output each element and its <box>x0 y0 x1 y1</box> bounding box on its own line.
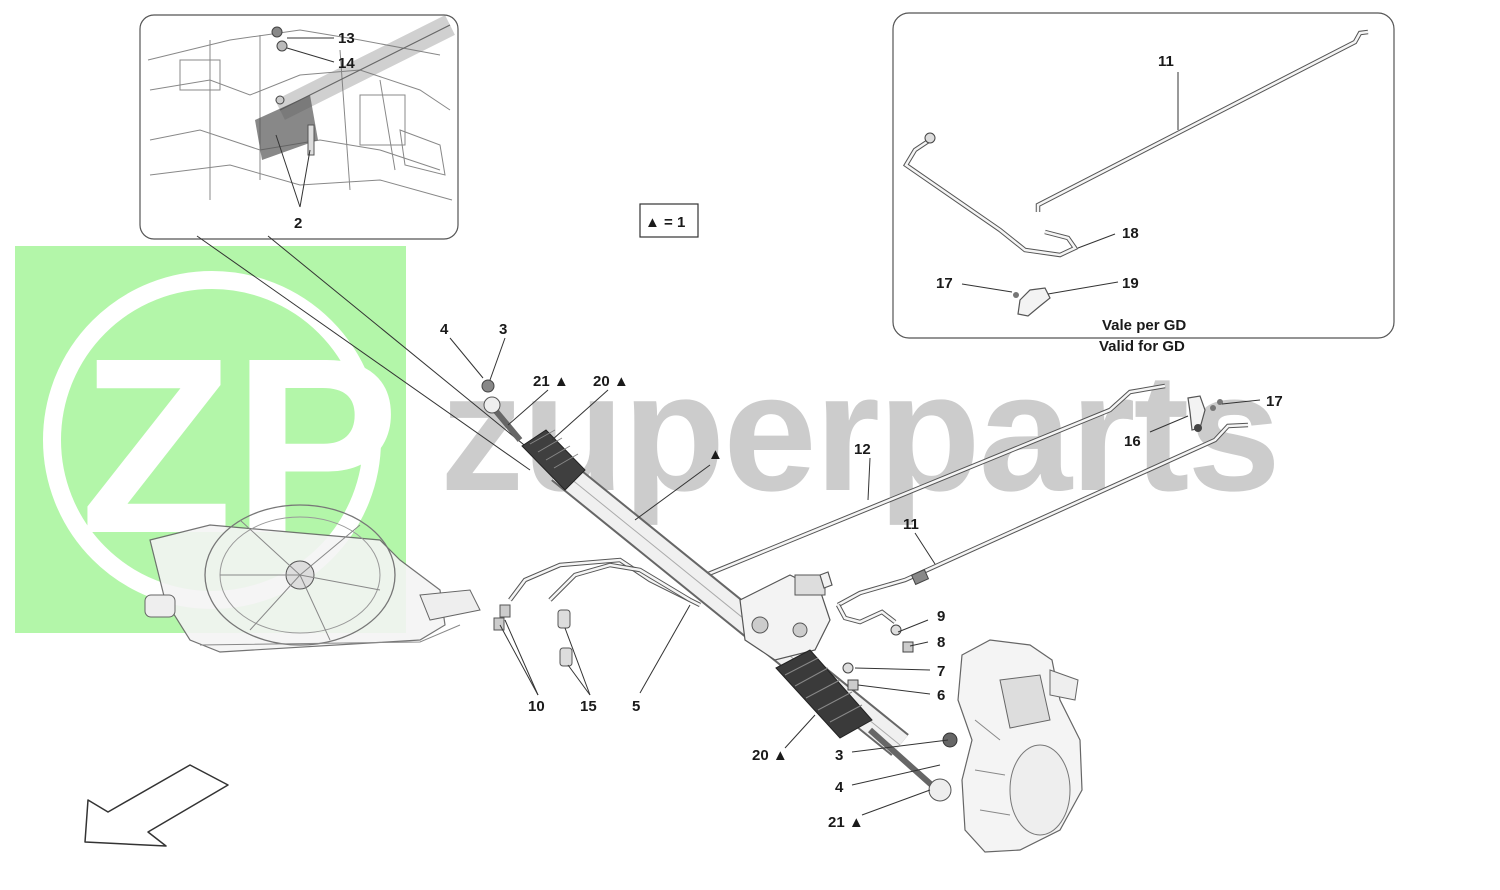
callout-12: 12 <box>854 441 871 458</box>
rack-marker-triangle: ▲ <box>708 446 723 463</box>
bracket-16 <box>1187 395 1223 432</box>
legend-note-box: ▲ = 1 <box>639 203 699 238</box>
callout-20-top: 20 ▲ <box>593 373 629 390</box>
hose-12 <box>705 383 1166 578</box>
svg-text:▲ = 1: ▲ = 1 <box>645 214 685 231</box>
callout-19: 19 <box>1122 275 1139 292</box>
mounting-frame-sketch <box>147 15 455 201</box>
steering-rack <box>481 379 958 802</box>
inset-mounting-detail: 13 14 2 <box>139 14 459 240</box>
callout-21-top: 21 ▲ <box>533 373 569 390</box>
zuperparts-watermark: ZP zuperparts <box>15 246 1281 633</box>
callout-18: 18 <box>1122 225 1139 242</box>
callout-16: 16 <box>1124 433 1141 450</box>
callout-13: 13 <box>338 30 355 47</box>
callout-10: 10 <box>528 698 545 715</box>
callout-2: 2 <box>294 215 302 232</box>
hose-11 <box>836 422 1249 625</box>
callout-20-bottom: 20 ▲ <box>752 747 788 764</box>
zuperparts-brand-text: zuperparts <box>440 338 1279 526</box>
callout-21-bottom: 21 ▲ <box>828 814 864 831</box>
callout-7: 7 <box>937 663 945 680</box>
callout-11-inset: 11 <box>1158 53 1174 70</box>
steering-knuckle <box>957 639 1083 853</box>
fluid-pipes <box>508 557 702 608</box>
callout-4-bottom: 4 <box>835 779 844 796</box>
callout-17-inset: 17 <box>936 275 953 292</box>
main-callout-leaders <box>449 337 1261 816</box>
arrow-down-left-icon <box>84 764 229 847</box>
callout-3-top: 3 <box>499 321 507 338</box>
inset-note-line1: Vale per GD <box>1102 317 1186 334</box>
inset-gd-lines: 11 18 17 19 Vale per GD Valid for GD <box>892 12 1395 355</box>
callout-17-main: 17 <box>1266 393 1283 410</box>
callout-14: 14 <box>338 55 355 72</box>
fittings <box>493 604 914 691</box>
callout-9: 9 <box>937 608 945 625</box>
inset-note-line2: Valid for GD <box>1099 338 1185 355</box>
radiator-fan-assembly <box>144 504 481 653</box>
callout-6: 6 <box>937 687 945 704</box>
callout-5: 5 <box>632 698 640 715</box>
legend-triangle-symbol: ▲ <box>645 214 660 231</box>
callout-3-bottom: 3 <box>835 747 843 764</box>
callout-11-main: 11 <box>903 516 919 533</box>
callout-8: 8 <box>937 634 945 651</box>
callout-4-top: 4 <box>440 321 449 338</box>
legend-quantity-text: = 1 <box>664 214 685 231</box>
main-callouts: 4 3 21 ▲ 20 ▲ ▲ 12 11 16 17 9 8 7 6 10 1… <box>440 321 1283 831</box>
callout-15: 15 <box>580 698 597 715</box>
